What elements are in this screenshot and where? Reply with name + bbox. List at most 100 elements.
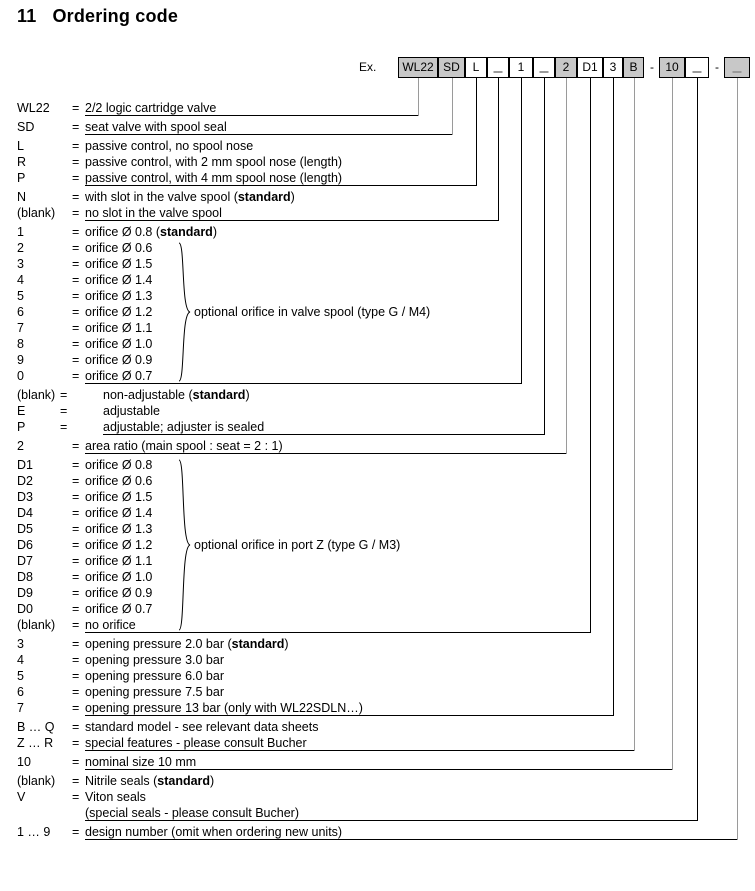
connector-riser [672,78,673,770]
connector-riser [476,78,477,186]
legend-equals: = [72,701,80,715]
legend-equals: = [72,790,80,804]
connector-underline [103,434,544,435]
legend-equals: = [72,120,80,134]
section-number: 11 [17,6,37,26]
legend-equals: = [72,685,80,699]
code-box-2[interactable]: L [465,57,487,78]
connector-underline [85,220,498,221]
legend-equals: = [72,755,80,769]
connector-underline [85,632,590,633]
legend-equals: = [72,825,80,839]
legend-equals: = [72,289,80,303]
connector-underline [85,839,737,840]
connector-riser [418,78,419,116]
connector-riser [521,78,522,384]
connector-riser [737,78,738,840]
legend-key: 7 [17,321,24,335]
code-box-9[interactable]: B [623,57,644,78]
legend-equals: = [72,570,80,584]
code-box-5[interactable] [533,57,555,78]
legend-equals: = [72,369,80,383]
connector-riser [566,78,567,454]
legend-key: 9 [17,353,24,367]
legend-key: R [17,155,27,169]
example-label: Ex. [359,60,377,74]
legend-key: B … Q [17,720,55,734]
legend-description: orifice Ø 0.6 [85,474,153,488]
legend-description: non-adjustable (standard) [103,388,250,402]
legend-equals: = [72,490,80,504]
legend-key: Z … R [17,736,54,750]
legend-description: opening pressure 2.0 bar (standard) [85,637,289,651]
connector-riser [452,78,453,135]
legend-description: orifice Ø 1.3 [85,522,153,536]
code-box-0[interactable]: WL22 [398,57,438,78]
connector-underline [85,769,672,770]
legend-key: P [17,171,26,185]
connector-underline [85,115,418,116]
legend-key: (blank) [17,206,56,220]
legend-key: 6 [17,685,24,699]
group-brace [178,459,192,631]
legend-description: orifice Ø 0.7 [85,602,153,616]
legend-description: orifice Ø 1.5 [85,490,153,504]
connector-riser [590,78,591,633]
connector-underline [85,453,566,454]
section-title: Ordering code [52,6,179,26]
legend-equals: = [72,206,80,220]
legend-description: orifice Ø 1.1 [85,321,153,335]
legend-key: 5 [17,289,24,303]
connector-underline [85,185,476,186]
code-box-7[interactable]: D1 [577,57,603,78]
code-box-8[interactable]: 3 [603,57,623,78]
legend-equals: = [72,305,80,319]
legend-description: adjustable [103,404,160,418]
legend-description: passive control, no spool nose [85,139,254,153]
legend-description: orifice Ø 1.0 [85,570,153,584]
code-box-3[interactable] [487,57,509,78]
legend-description: orifice Ø 1.4 [85,506,153,520]
legend-key: 1 [17,225,24,239]
legend-description: orifice Ø 0.8 (standard) [85,225,217,239]
legend-description: nominal size 10 mm [85,755,197,769]
legend-equals: = [72,101,80,115]
legend-description: orifice Ø 0.8 [85,458,153,472]
legend-key: E [17,404,26,418]
legend-key: 3 [17,637,24,651]
code-box-11[interactable] [685,57,709,78]
legend-equals: = [72,474,80,488]
legend-key: D5 [17,522,33,536]
connector-underline [85,820,697,821]
legend-key: N [17,190,27,204]
legend-equals: = [72,618,80,632]
connector-riser [613,78,614,716]
brace-label: optional orifice in port Z (type G / M3) [194,538,401,552]
legend-key: D8 [17,570,33,584]
legend-equals: = [72,602,80,616]
legend-description: passive control, with 2 mm spool nose (l… [85,155,343,169]
legend-equals: = [72,241,80,255]
legend-equals: = [72,353,80,367]
legend-equals: = [72,171,80,185]
legend-description: orifice Ø 0.6 [85,241,153,255]
brace-label: optional orifice in valve spool (type G … [194,305,431,319]
legend-equals: = [60,420,68,434]
legend-key: L [17,139,24,153]
code-box-10[interactable]: 10 [659,57,685,78]
code-box-4[interactable]: 1 [509,57,533,78]
legend-equals: = [72,720,80,734]
code-box-12[interactable] [724,57,750,78]
legend-equals: = [72,439,80,453]
legend-key: 8 [17,337,24,351]
legend-description: orifice Ø 1.5 [85,257,153,271]
legend-description: seat valve with spool seal [85,120,227,134]
legend-description: orifice Ø 1.0 [85,337,153,351]
code-box-6[interactable]: 2 [555,57,577,78]
code-separator-0: - [650,60,654,74]
legend-description: orifice Ø 1.1 [85,554,153,568]
connector-underline [85,383,521,384]
legend-equals: = [72,458,80,472]
code-box-1[interactable]: SD [438,57,465,78]
legend-key: 4 [17,273,24,287]
